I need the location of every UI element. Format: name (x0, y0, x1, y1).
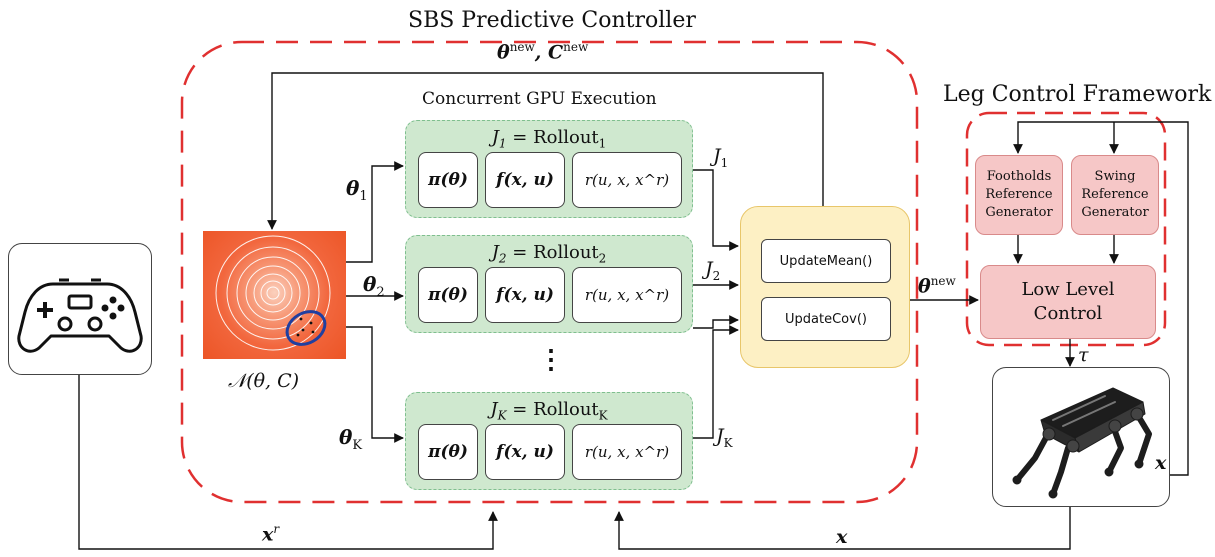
state-line-leg (1013, 121, 1189, 476)
arrow-j3 (693, 315, 739, 329)
gaussian-distribution-image (203, 231, 346, 359)
update-panel: UpdateMean() UpdateCov() (740, 206, 910, 368)
theta-new-label: θnew (918, 274, 956, 298)
reward-box: r(u, x, x^r) (572, 267, 682, 323)
controller-title: SBS Predictive Controller (408, 8, 696, 33)
dynamics-box: f(x, u) (485, 424, 565, 480)
rollout-2-title: J2 = Rollout2 (491, 242, 607, 266)
arrow-theta-1 (346, 161, 404, 263)
gpu-subtitle: Concurrent GPU Execution (422, 89, 657, 109)
rollout-k-panel: JK = RolloutK π(θ) f(x, u) r(u, x, x^r) (405, 392, 693, 490)
tau-label: τ (1078, 344, 1089, 366)
update-cov-box: UpdateCov() (761, 297, 891, 341)
policy-box: π(θ) (418, 424, 478, 480)
arrow-theta-k (346, 326, 404, 443)
rollout-1-panel: J1 = Rollout1 π(θ) f(x, u) r(u, x, x^r) (405, 120, 693, 218)
state-label-bottom: x (836, 526, 848, 548)
robot-image-box (992, 367, 1170, 507)
gamepad-icon (17, 278, 143, 353)
dynamics-box: f(x, u) (485, 267, 565, 323)
gamepad-box (8, 243, 152, 375)
sampling-contours (215, 235, 331, 351)
theta-2-label: θ2 (363, 272, 385, 300)
policy-box: π(θ) (418, 267, 478, 323)
reward-box: r(u, x, x^r) (572, 424, 682, 480)
distribution-label: 𝒩(θ, C) (228, 370, 300, 392)
dynamics-box: f(x, u) (485, 152, 565, 208)
arrow-j1 (693, 169, 739, 251)
rollout-1-title: J1 = Rollout1 (491, 127, 607, 151)
feedback-arrow (267, 72, 824, 230)
controller-boundary (180, 40, 919, 504)
leg-framework-title: Leg Control Framework (943, 82, 1212, 107)
arrow-xr (78, 375, 498, 550)
state-label-right: x (1155, 452, 1167, 474)
rollout-k-title: JK = RolloutK (490, 399, 608, 423)
reward-box: r(u, x, x^r) (572, 152, 682, 208)
j2-label: J2 (705, 258, 721, 283)
rollout-ellipsis: ⋮ (538, 345, 564, 375)
sample-ellipse (285, 310, 327, 346)
update-mean-box: UpdateMean() (761, 239, 891, 283)
feedback-label: θnew, Cnew (497, 40, 589, 64)
policy-box: π(θ) (418, 152, 478, 208)
jk-label: JK (716, 425, 733, 450)
rollout-2-panel: J2 = Rollout2 π(θ) f(x, u) r(u, x, x^r) (405, 235, 693, 333)
j1-label: J1 (713, 145, 729, 170)
leg-framework-boundary (965, 111, 1167, 347)
theta-k-label: θK (339, 425, 363, 453)
arrow-x (614, 505, 1071, 550)
arrow-jk (693, 325, 739, 439)
theta-1-label: θ1 (346, 176, 368, 204)
quadruped-robot-image (1012, 387, 1152, 499)
reference-label: xr (262, 522, 280, 546)
